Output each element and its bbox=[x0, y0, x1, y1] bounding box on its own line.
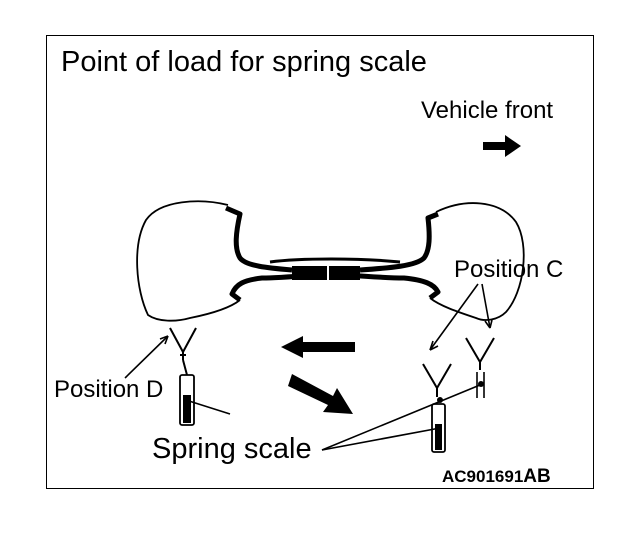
leader-spring-scale-c-right bbox=[321, 384, 481, 451]
figure-code-suffix: AB bbox=[523, 466, 551, 487]
leader-position-d bbox=[124, 335, 169, 379]
tire-right-bead bbox=[331, 211, 441, 300]
figure-code-main: AC901691 bbox=[442, 467, 524, 486]
position-d-label: Position D bbox=[54, 376, 164, 403]
leader-position-c-left-arrowhead bbox=[429, 340, 439, 351]
leader-spring-scale-d bbox=[188, 400, 231, 415]
tire-center-web-upper bbox=[269, 257, 401, 264]
spring-scale-position-d bbox=[169, 327, 197, 426]
position-c-label: Position C bbox=[454, 256, 564, 283]
pull-direction-arrow-left-icon bbox=[281, 336, 355, 358]
pull-direction-arrow-diagonal-icon bbox=[288, 374, 353, 414]
vehicle-front-label: Vehicle front bbox=[421, 97, 554, 124]
spring-scale-position-c-left bbox=[422, 363, 452, 453]
spring-scale-position-c-right bbox=[465, 337, 495, 398]
figure-title: Point of load for spring scale bbox=[61, 46, 427, 78]
leader-position-d-arrowhead bbox=[159, 335, 169, 345]
figure-code: AC901691AB bbox=[442, 467, 551, 486]
spring-scale-label: Spring scale bbox=[152, 433, 312, 465]
leader-spring-scale-c-left bbox=[321, 427, 441, 451]
tire-center-web bbox=[292, 266, 360, 280]
figure-frame bbox=[46, 35, 594, 489]
leader-lines bbox=[124, 283, 493, 451]
leader-position-c-right bbox=[481, 283, 491, 329]
tire-right-sidewall-outline bbox=[429, 202, 525, 321]
tire-left-sidewall-outline bbox=[136, 200, 241, 322]
leader-position-c-left bbox=[429, 283, 479, 351]
leader-position-c-right-arrowhead bbox=[484, 319, 493, 329]
tire-left-bead bbox=[225, 205, 327, 302]
vehicle-front-arrow-icon bbox=[483, 135, 521, 157]
